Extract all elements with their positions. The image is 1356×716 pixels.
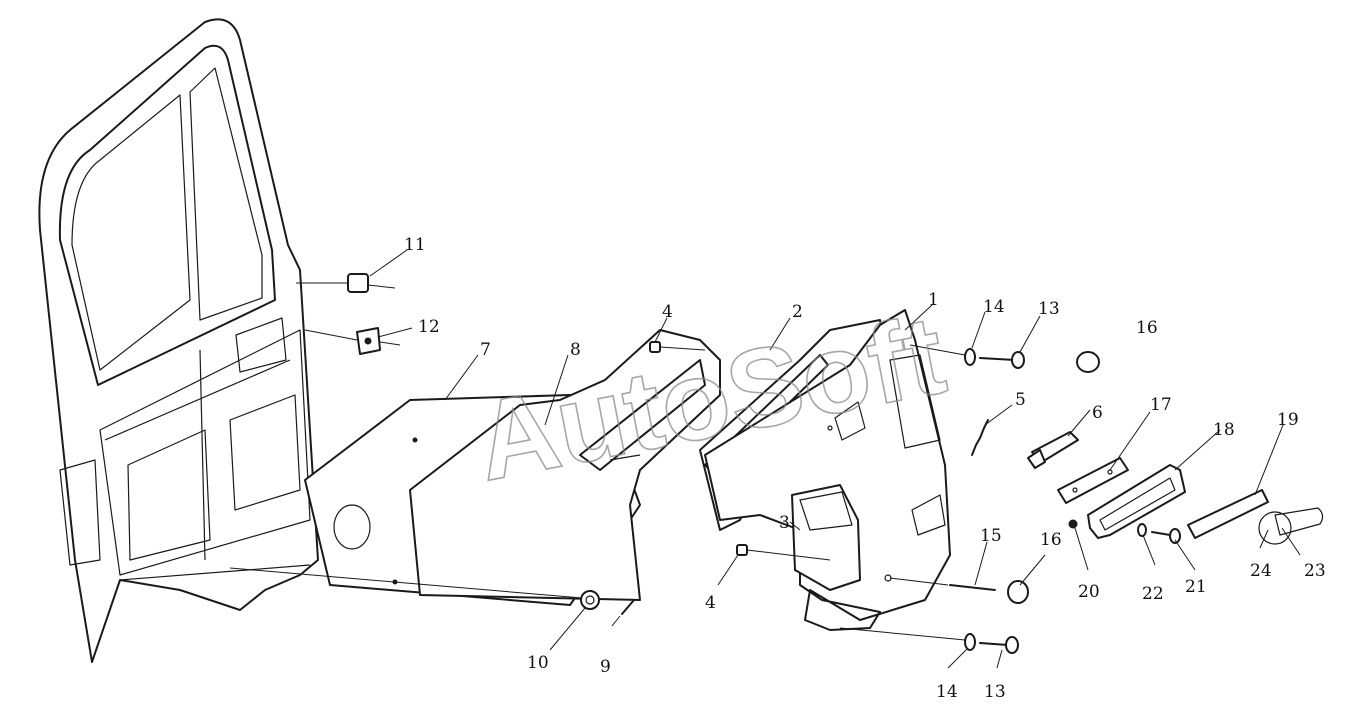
callout-5: 5 (1015, 390, 1026, 410)
part-11-clip (296, 273, 396, 293)
part-14-washer-lower (964, 633, 976, 651)
callout-14-lower: 14 (936, 682, 958, 702)
part-10-grommet (229, 567, 600, 610)
part-16-cap-upper (1076, 351, 1100, 373)
door-frame (38, 18, 319, 663)
callout-23: 23 (1304, 561, 1326, 581)
callout-7: 7 (480, 340, 491, 360)
part-8-panel (409, 329, 721, 601)
part-13-screw-lower (839, 627, 1019, 654)
part-3-pocket (791, 484, 861, 591)
callout-15: 15 (980, 526, 1002, 546)
callout-4-upper: 4 (662, 302, 673, 322)
part-18-bracket (1087, 464, 1186, 539)
part-6-lock (1027, 431, 1079, 469)
callout-2: 2 (792, 302, 803, 322)
callout-6: 6 (1092, 403, 1103, 423)
part-22-washer (1137, 523, 1147, 537)
callout-3: 3 (779, 513, 790, 533)
callout-18: 18 (1213, 420, 1235, 440)
part-20-ball (1068, 519, 1078, 529)
callout-16-upper: 16 (1136, 318, 1158, 338)
callout-9: 9 (600, 657, 611, 677)
callout-8: 8 (570, 340, 581, 360)
callout-16-lower: 16 (1040, 530, 1062, 550)
part-16-cap-lower (1007, 580, 1029, 604)
part-24-crank-base (1258, 511, 1292, 545)
callout-1: 1 (928, 290, 939, 310)
part-23-crank-arm (1274, 507, 1324, 536)
part-12-clip (304, 327, 401, 355)
callout-11: 11 (404, 235, 426, 255)
callout-13-upper: 13 (1038, 299, 1060, 319)
callout-22: 22 (1142, 584, 1164, 604)
callout-19: 19 (1277, 410, 1299, 430)
callout-24: 24 (1250, 561, 1272, 581)
part-9-screw (611, 599, 635, 627)
part-21-screw (1151, 528, 1181, 544)
part-5-spring (971, 419, 989, 456)
part-4-clip-lower (736, 544, 831, 561)
callout-labels: 11 12 7 8 4 2 1 14 13 16 5 6 17 18 19 3 … (404, 235, 1326, 702)
callout-14-upper: 14 (983, 297, 1005, 317)
callout-leaders (369, 249, 1301, 669)
callout-4-lower: 4 (705, 593, 716, 613)
callout-20: 20 (1078, 582, 1100, 602)
callout-13-lower: 13 (984, 682, 1006, 702)
callout-10: 10 (527, 653, 549, 673)
part-13-screw-upper (909, 344, 1025, 369)
part-19-strip (1187, 489, 1269, 539)
callout-12: 12 (418, 317, 440, 337)
part-15-screw (889, 577, 996, 591)
callout-17: 17 (1150, 395, 1172, 415)
callout-21: 21 (1185, 577, 1207, 597)
part-14-washer-upper (964, 348, 976, 366)
